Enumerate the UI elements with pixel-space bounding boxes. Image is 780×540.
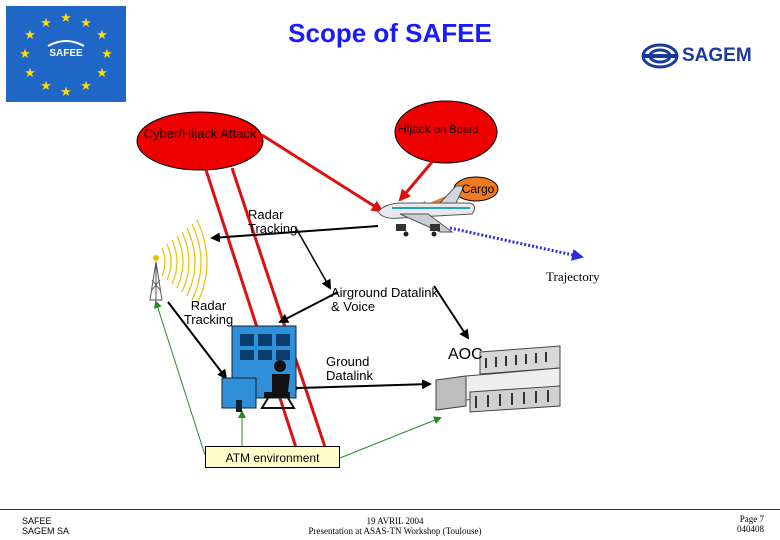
svg-text:★: ★ [80, 79, 92, 94]
radar-to-atc-arrow [167, 301, 228, 380]
svg-text:★: ★ [60, 85, 72, 100]
atc-console-icon [221, 325, 297, 412]
cargo-label: Cargo [461, 182, 495, 196]
atm-to-aoc-line [339, 416, 442, 459]
aircraft-to-aoc-arrow [433, 285, 470, 340]
svg-text:★: ★ [40, 16, 52, 31]
svg-text:★: ★ [60, 11, 72, 26]
footer-right: Page 7 040408 [710, 514, 764, 534]
footer-left-line1: SAFEE [22, 516, 52, 526]
footer-left: SAFEE SAGEM SA [22, 516, 69, 536]
radar-tracking-top-arrow [210, 225, 379, 243]
page-title: Scope of SAFEE [288, 18, 492, 48]
eu-logo-text: SAFEE [49, 48, 83, 59]
radar-waves-icon [161, 219, 208, 305]
svg-text:★: ★ [96, 28, 108, 43]
controller-person-icon [260, 360, 296, 409]
hijack-on-board-label: Hijack on Board [398, 122, 508, 136]
cyber-to-aircraft-arrow [261, 133, 384, 213]
cyber-to-ground-line [204, 169, 304, 467]
hijack-to-aircraft-arrow [398, 161, 434, 202]
cyber-hijack-label: Cyber/Hijack Attack [143, 126, 257, 141]
cyber-hijack-oval [136, 111, 264, 171]
footer-code: 040408 [737, 524, 764, 534]
ground-datalink-arrow [289, 379, 432, 394]
eu-stars-icon: ★ ★ ★ ★ ★ ★ ★ ★ ★ ★ ★ ★ [19, 11, 113, 100]
footer-center-line2: Presentation at ASAS-TN Workshop (Toulou… [308, 526, 482, 536]
svg-text:★: ★ [40, 79, 52, 94]
trajectory-label: Trajectory [546, 269, 600, 284]
sagem-logo: SAGEM [640, 40, 772, 72]
footer-divider [0, 509, 780, 510]
atm-to-radar-line [154, 300, 206, 456]
aoc-buildings-icon [435, 345, 561, 413]
svg-text:★: ★ [96, 66, 108, 81]
svg-text:★: ★ [19, 47, 31, 62]
footer-center-line1: 19 AVRIL 2004 [366, 516, 424, 526]
hijack-on-board-oval [394, 100, 498, 164]
sagem-logo-text: SAGEM [682, 45, 752, 66]
trajectory-arrow [449, 226, 584, 261]
svg-text:★: ★ [80, 16, 92, 31]
svg-text:★: ★ [24, 28, 36, 43]
datalink-to-atc-arrow [278, 291, 339, 323]
hijack-word: Hijack [398, 122, 431, 136]
svg-text:★: ★ [24, 66, 36, 81]
aircraft-icon [377, 185, 476, 237]
scope-diagram [136, 100, 584, 467]
svg-text:★: ★ [101, 47, 113, 62]
sagem-swirl-icon [641, 43, 679, 69]
radar-tracking-left-label: Radar Tracking [183, 298, 234, 327]
eu-safee-logo: ★ ★ ★ ★ ★ ★ ★ ★ ★ ★ ★ ★ SAFEE [6, 6, 126, 102]
on-board-words: on Board [434, 124, 479, 136]
airground-datalink-label: Airground Datalink & Voice [331, 285, 438, 314]
ground-datalink-label: Ground Datalink [326, 354, 373, 383]
footer-page: Page 7 [739, 514, 764, 524]
radar-antenna-icon [149, 255, 163, 301]
footer-left-line2: SAGEM SA [22, 526, 70, 536]
footer-center: 19 AVRIL 2004 Presentation at ASAS-TN Wo… [260, 516, 530, 536]
red-to-datalink-arrow [295, 227, 331, 290]
radar-tracking-top-label: Radar Tracking [248, 207, 298, 236]
aoc-label: AOC [448, 346, 483, 363]
atm-environment-box: ATM environment [205, 446, 340, 468]
